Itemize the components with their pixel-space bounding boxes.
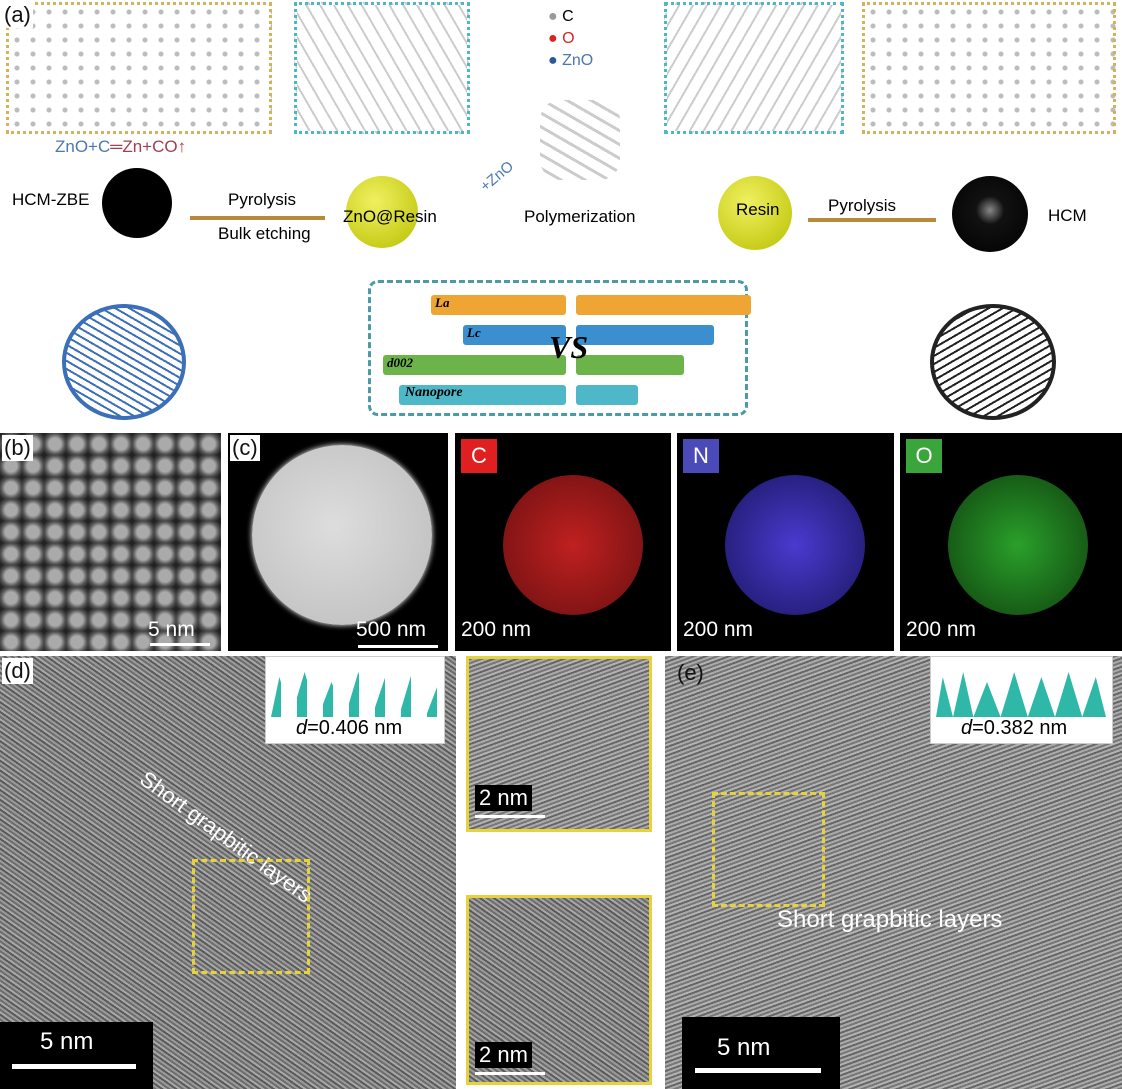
element-tag-n: N: [683, 439, 719, 473]
panel-c-scale: 500 nm: [356, 618, 427, 641]
panel-e: (e) d=0.382 nm Short grapbitic layers 5 …: [665, 656, 1122, 1089]
panel-e-profile-inset: d=0.382 nm: [930, 656, 1113, 744]
map-n-scale: 200 nm: [683, 618, 754, 641]
hcm-zbe-layers-circle: [62, 304, 186, 420]
vs-label: VS: [549, 329, 589, 365]
panel-b-scale: 5 nm: [148, 618, 195, 641]
legend-zno: ZnO: [562, 52, 594, 69]
resin-label: Resin: [736, 200, 780, 219]
zno-resin-label: ZnO@Resin: [343, 207, 437, 226]
inset-top-scale: 2 nm: [475, 785, 532, 811]
panel-b: (b) 5 nm: [0, 433, 221, 651]
resin-sphere: [718, 176, 792, 250]
map-n: N 200 nm: [677, 433, 894, 651]
map-o-scale: 200 nm: [906, 618, 977, 641]
hcm-layers-circle: [930, 304, 1056, 420]
panel-c: (c) 500 nm: [228, 433, 448, 651]
panel-d-zoom-box: [192, 859, 310, 974]
pyrolysis-left: Pyrolysis: [228, 190, 297, 209]
panel-e-annotation: Short grapbitic layers: [777, 906, 1003, 933]
panel-d-spacing: d=0.406 nm: [296, 717, 403, 739]
inset-bottom: 2 nm: [466, 895, 652, 1085]
panel-e-scale: 5 nm: [717, 1034, 771, 1061]
bar-nanopore: Nanopore: [405, 385, 463, 400]
panel-d-scale: 5 nm: [40, 1028, 94, 1055]
plus-zno-label: +ZnO: [476, 157, 517, 196]
map-c: C 200 nm: [455, 433, 671, 651]
panel-e-label: (e): [677, 660, 704, 685]
panel-d-profile-inset: d=0.406 nm: [265, 656, 445, 744]
comparison-box: La Lc d002 Nanopore VS: [368, 280, 751, 416]
legend-c: C: [562, 8, 574, 25]
pyrolysis-right: Pyrolysis: [828, 196, 897, 215]
zno-resin-sphere: [346, 176, 418, 248]
carbon-sphere-sem: [252, 445, 432, 625]
panel-b-label: (b): [2, 435, 33, 461]
resin-zno-zoom-box: [294, 2, 470, 134]
inset-bottom-scale: 2 nm: [475, 1042, 532, 1068]
legend-o: O: [562, 30, 575, 47]
reaction-equation: ZnO+C═Zn+CO↑: [55, 137, 187, 157]
hcm-zbe-sphere: [102, 168, 172, 238]
element-tag-c: C: [461, 439, 497, 473]
hcm-zbe-label: HCM-ZBE: [12, 190, 90, 209]
graphene-zoom-box: [6, 2, 272, 134]
bar-lc: Lc: [467, 325, 481, 340]
arrow-left: [190, 216, 325, 220]
molecule: [540, 100, 620, 180]
panel-a: (a) ● C ● O ● ZnO ZnO+C═Zn+CO↑ HCM-ZBE P…: [0, 0, 1122, 425]
panel-e-spacing: d=0.382 nm: [961, 717, 1068, 739]
bar-la: La: [435, 295, 450, 310]
atom-legend: ● C ● O ● ZnO: [548, 8, 594, 69]
arrow-right: [808, 218, 936, 222]
map-o: O 200 nm: [900, 433, 1122, 651]
hcm-sphere: [952, 176, 1028, 252]
panel-e-zoom-box: [712, 792, 825, 907]
polymerization-label: Polymerization: [524, 207, 636, 226]
map-c-scale: 200 nm: [461, 618, 532, 641]
panel-d: (d) d=0.406 nm Short grapbitic layers 5 …: [0, 656, 456, 1089]
bar-d002: d002: [387, 355, 413, 370]
inset-top: 2 nm: [466, 656, 652, 832]
bulk-etching: Bulk etching: [218, 224, 311, 243]
panel-c-label: (c): [230, 435, 260, 461]
carbon-zoom-box: [862, 2, 1116, 134]
resin-zoom-box: [664, 2, 844, 134]
panel-d-label: (d): [2, 658, 33, 684]
element-tag-o: O: [906, 439, 942, 473]
panel-a-label: (a): [2, 2, 33, 28]
hcm-label: HCM: [1048, 206, 1087, 225]
